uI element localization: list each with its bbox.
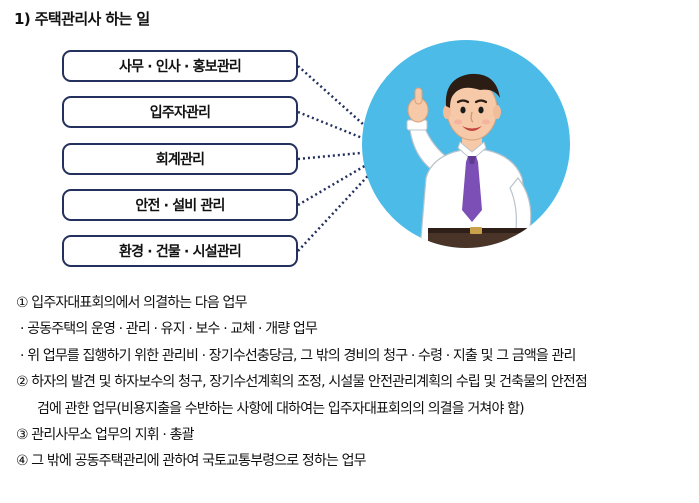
duty-item-2: ② 하자의 발견 및 하자보수의 청구, 장기수선계획의 조정, 시설물 안전관… [16, 374, 588, 391]
manager-illustration [362, 40, 570, 248]
section-title: 1) 주택관리사 하는 일 [14, 10, 150, 28]
duty-item-4: ④ 그 밖에 공동주택관리에 관하여 국토교통부령으로 정하는 업무 [16, 453, 367, 470]
role-label: 사무 · 인사 · 홍보관리 [119, 59, 242, 75]
role-office-hr-pr: 사무 · 인사 · 홍보관리 [62, 50, 298, 82]
role-label: 입주자관리 [149, 105, 211, 121]
role-safety-facility: 안전 · 설비 관리 [62, 189, 298, 221]
role-label: 안전 · 설비 관리 [135, 198, 225, 214]
duty-item-1: ① 입주자대표회의에서 의결하는 다음 업무 [16, 295, 247, 311]
duty-item-2-continued: 검에 관한 업무(비용지출을 수반하는 사항에 대하여는 입주자대표회의의 의결… [37, 400, 525, 417]
duties-list: ① 입주자대표회의에서 의결하는 다음 업무 · 공동주택의 운영 · 관리 ·… [16, 290, 692, 475]
role-label: 환경 · 건물 · 시설관리 [119, 244, 242, 260]
hair [445, 73, 500, 108]
duty-subitem: · 위 업무를 집행하기 위한 관리비 · 장기수선충당금, 그 밖의 경비의 … [20, 347, 576, 364]
role-environment-building: 환경 · 건물 · 시설관리 [62, 235, 298, 267]
duty-item-3: ③ 관리사무소 업무의 지휘 · 총괄 [16, 427, 195, 444]
duty-subitem: · 공동주택의 운영 · 관리 · 유지 · 보수 · 교체 · 개량 업무 [20, 321, 318, 338]
smile [462, 126, 482, 131]
role-accounting: 회계관리 [62, 143, 298, 175]
role-label: 회계관리 [155, 152, 205, 168]
tie [462, 156, 482, 222]
role-resident-management: 입주자관리 [62, 96, 298, 128]
